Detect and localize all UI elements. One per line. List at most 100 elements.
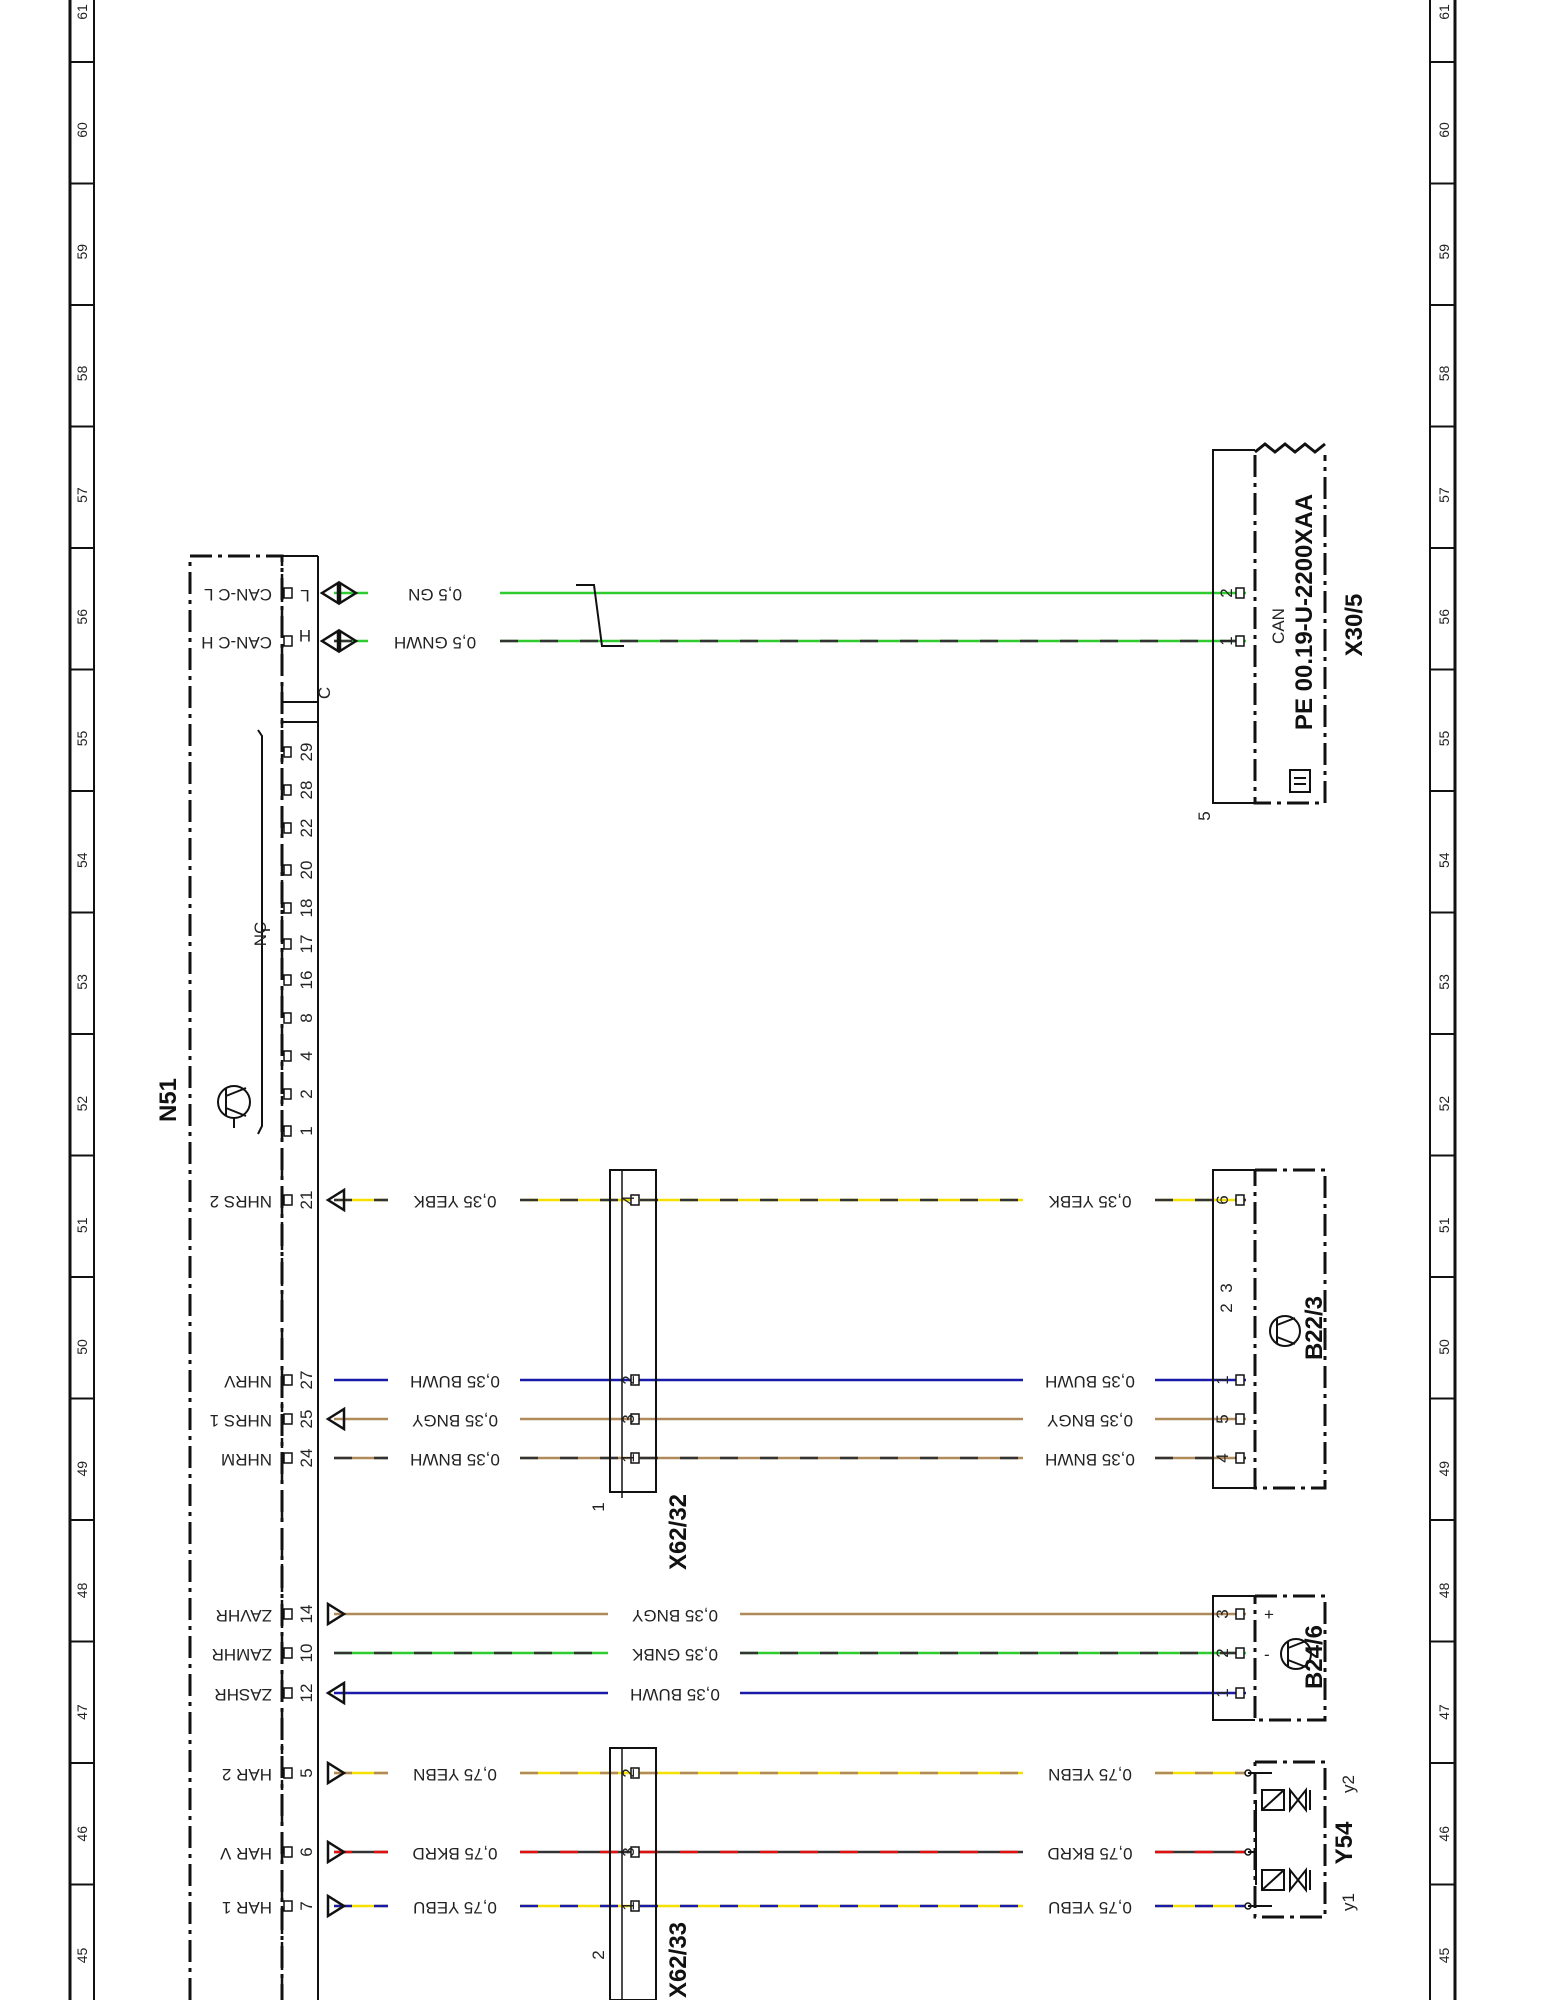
signal-direction-arrow xyxy=(319,580,359,606)
b22-3-pin: 4 xyxy=(1213,1453,1232,1462)
connector-c-label: C xyxy=(315,687,334,699)
grid-number-right: 50 xyxy=(1436,1339,1452,1355)
x62-33-pin: 1 xyxy=(619,1901,638,1910)
nc-pin-20: 20 xyxy=(297,861,316,880)
grid-number-right: 52 xyxy=(1436,1096,1452,1112)
signal-name: NHRM xyxy=(221,1450,272,1469)
signal-direction-arrow xyxy=(325,1680,346,1706)
signal-direction-arrow xyxy=(326,1760,347,1786)
signal-pin-socket xyxy=(283,635,293,647)
can-twist-mark xyxy=(576,584,624,647)
wire-spec: 0,35 BNWH xyxy=(410,1450,500,1469)
signal-name: CAN-C L xyxy=(204,585,272,604)
b22-3-pin: 5 xyxy=(1213,1414,1232,1423)
signal-name: ZASHR xyxy=(214,1685,272,1704)
nc-pin-17: 17 xyxy=(297,935,316,954)
signal-direction-arrow xyxy=(325,1406,346,1432)
grid-number-right: 61 xyxy=(1436,4,1452,20)
signal-name: NHRV xyxy=(223,1372,272,1391)
wire-spec: 0,35 BUWH xyxy=(630,1685,720,1704)
wire-spec: 0,35 YEBK xyxy=(1048,1192,1132,1211)
connector-pin-socket xyxy=(630,1846,640,1858)
nc-pin-socket xyxy=(283,1088,292,1100)
connector-pin-socket xyxy=(1235,1608,1245,1620)
connector-pin-socket xyxy=(630,1194,640,1206)
b24-6-pin: 1 xyxy=(1213,1688,1232,1697)
signal-direction-arrow xyxy=(326,1601,347,1627)
connector-pin-socket xyxy=(630,1452,640,1464)
n51-pin-21: 21 xyxy=(297,1191,316,1210)
nc-pin-socket xyxy=(283,1050,292,1062)
grid-number-left: 54 xyxy=(74,852,90,868)
b24-6-transistor-icon xyxy=(1280,1638,1312,1670)
grid-number-right: 60 xyxy=(1436,122,1452,138)
n51-pin-25: 25 xyxy=(297,1410,316,1429)
solenoid-valve-icon xyxy=(1261,1867,1311,1893)
grid-number-left: 57 xyxy=(74,487,90,503)
y54-label: Y54 xyxy=(1331,1821,1358,1864)
grid-number-left: 56 xyxy=(74,609,90,625)
connector-pin-socket xyxy=(1235,1452,1245,1464)
wire-spec: 0,35 BUWH xyxy=(410,1372,500,1391)
connector-x62-32 xyxy=(609,1169,657,1498)
nc-pin-socket xyxy=(283,746,292,758)
n51-pin-5: 5 xyxy=(297,1768,316,1777)
connector-pin-socket xyxy=(630,1900,640,1912)
connector-pin-socket xyxy=(1235,1374,1245,1386)
signal-pin-socket xyxy=(283,1194,293,1206)
signal-name: NHRS 1 xyxy=(210,1411,272,1430)
connector-pin-socket xyxy=(630,1413,640,1425)
signal-name: ZAMHR xyxy=(212,1645,272,1664)
connector-pin-socket xyxy=(630,1767,640,1779)
wire-spec: 0,75 BKRD xyxy=(412,1844,497,1863)
grid-number-left: 59 xyxy=(74,244,90,260)
pin-h: H xyxy=(299,626,311,645)
connector-pin-socket xyxy=(1235,1413,1245,1425)
signal-pin-socket xyxy=(283,1608,293,1620)
grid-number-right: 47 xyxy=(1436,1704,1452,1720)
y54-y2-label: y2 xyxy=(1339,1775,1358,1793)
b24-6-sensor xyxy=(1212,1594,1327,1722)
b24-6-minus: - xyxy=(1264,1645,1270,1664)
grid-number-right: 56 xyxy=(1436,609,1452,625)
n51-pin-27: 27 xyxy=(297,1371,316,1390)
grid-number-left: 46 xyxy=(74,1826,90,1842)
x62-32-pin: 3 xyxy=(619,1414,638,1423)
grid-number-right: 53 xyxy=(1436,974,1452,990)
x30-5-label: X30/5 xyxy=(1341,594,1368,657)
nc-pin-socket xyxy=(283,864,292,876)
grid-number-left: 55 xyxy=(74,731,90,747)
b24-6-pin: 3 xyxy=(1213,1609,1232,1618)
nc-pin-socket xyxy=(283,822,292,834)
wire-spec: 0,75 YEBN xyxy=(1048,1765,1132,1784)
signal-direction-arrow xyxy=(326,1893,347,1919)
wire-spec: 0,35 YEBK xyxy=(413,1192,497,1211)
grid-number-left: 50 xyxy=(74,1339,90,1355)
signal-name: ZAVHR xyxy=(216,1606,272,1625)
grid-number-left: 61 xyxy=(74,4,90,20)
signal-pin-socket xyxy=(283,1767,293,1779)
wire-spec: 0,75 BKRD xyxy=(1047,1844,1132,1863)
nc-pin-16: 16 xyxy=(297,971,316,990)
signal-pin-socket xyxy=(283,1374,293,1386)
nc-pin-2: 2 xyxy=(297,1089,316,1098)
grid-number-left: 52 xyxy=(74,1096,90,1112)
nc-pin-socket xyxy=(283,902,292,914)
b22-3-label: B22/3 xyxy=(1301,1296,1328,1360)
wire-spec: 0,75 YEBU xyxy=(413,1898,497,1917)
connector-pin-socket xyxy=(630,1374,640,1386)
grid-number-left: 45 xyxy=(74,1948,90,1964)
signal-name: HAR V xyxy=(219,1844,272,1863)
b22-3-pin: 3 xyxy=(1217,1283,1236,1292)
n51-pin-10: 10 xyxy=(297,1644,316,1663)
b22-3-pin: 6 xyxy=(1213,1195,1232,1204)
connector-pin-socket xyxy=(1235,587,1245,599)
x62-32-label: X62/32 xyxy=(665,1494,692,1570)
wire-spec: 0,75 YEBU xyxy=(1048,1898,1132,1917)
x62-32-pin: 2 xyxy=(619,1375,638,1384)
grid-number-right: 51 xyxy=(1436,1217,1452,1233)
signal-pin-socket xyxy=(283,1452,293,1464)
connector-pin-socket xyxy=(1235,1647,1245,1659)
b24-6-plus: + xyxy=(1264,1605,1274,1624)
